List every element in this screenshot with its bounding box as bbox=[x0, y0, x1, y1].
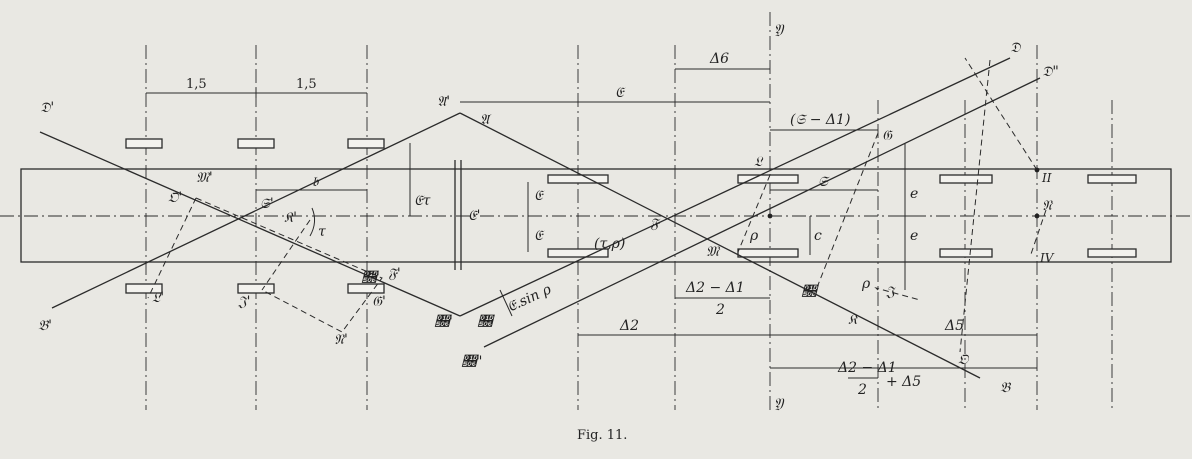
dash-N-IV bbox=[1029, 209, 1047, 258]
point-label-rho-angle: (τ,ρ) bbox=[594, 236, 625, 252]
dim-label-sum-den: 2 bbox=[857, 382, 867, 398]
plate bbox=[939, 174, 993, 184]
dim-label-1-5-a: 1,5 bbox=[186, 77, 207, 92]
dim-label-c: c bbox=[814, 228, 822, 244]
dim-label-e-1: e bbox=[910, 186, 918, 202]
axis-label-y-bottom: 𝔜 bbox=[774, 396, 785, 412]
plate bbox=[1087, 248, 1137, 258]
dim-label-b: 𝔟 bbox=[312, 174, 320, 190]
point-label-H: 𝔋 bbox=[801, 284, 819, 300]
axis-label-y-top: 𝔜 bbox=[774, 22, 785, 38]
dash-G-H bbox=[817, 132, 879, 286]
dim-label-E: 𝔈 bbox=[615, 85, 626, 101]
point-label-D-dprime: 𝔇" bbox=[1042, 64, 1059, 80]
dim-label-e-tau: 𝔈τ bbox=[414, 193, 431, 209]
dim-label-E-upper: 𝔈 bbox=[534, 188, 545, 204]
line-C-D bbox=[459, 57, 1011, 317]
point-label-G-prime: 𝔊' bbox=[372, 294, 386, 310]
dim-label-two: 2 bbox=[715, 302, 725, 318]
plate bbox=[237, 283, 275, 294]
dash-K-J bbox=[261, 219, 311, 291]
point-label-K: 𝔎 bbox=[848, 312, 859, 328]
point-label-IV: IV bbox=[1039, 251, 1055, 265]
dim-label-delta6: Δ6 bbox=[709, 51, 729, 67]
point-label-II: II bbox=[1041, 171, 1052, 185]
figure-caption: Fig. 11. bbox=[577, 428, 627, 443]
point-label-M: 𝔐 bbox=[706, 244, 721, 260]
dim-label-delta5: Δ5 bbox=[944, 318, 964, 334]
plate bbox=[125, 138, 163, 149]
plate bbox=[347, 283, 385, 294]
beam-outline bbox=[20, 168, 1172, 263]
dash-L-M bbox=[737, 174, 771, 253]
plate bbox=[347, 138, 385, 149]
plate bbox=[125, 283, 163, 294]
point-label-K-prime: 𝔎' bbox=[284, 210, 297, 226]
dim-label-sum-num: Δ2 − Δ1 bbox=[837, 360, 897, 376]
dim-label-delta-diff: Δ2 − Δ1 bbox=[685, 280, 745, 296]
point-label-C-prime: 𝔆' bbox=[434, 314, 453, 330]
point-label-L-prime: 𝔏' bbox=[152, 290, 164, 306]
plate bbox=[547, 174, 609, 184]
plate bbox=[237, 138, 275, 149]
point-label-S-prime: 𝔖' bbox=[260, 196, 274, 212]
line-B-prime bbox=[51, 112, 461, 309]
point-label-D: 𝔇 bbox=[1010, 40, 1022, 56]
point-center bbox=[767, 213, 773, 219]
dash-rho bbox=[874, 287, 921, 301]
point-label-N-prime: 𝔑' bbox=[334, 332, 348, 348]
dash-O-L bbox=[147, 197, 197, 299]
plate bbox=[939, 248, 993, 258]
point-label-J: 𝔍 bbox=[885, 284, 896, 300]
point-label-C: 𝔆 bbox=[477, 314, 495, 330]
point-label-M-prime: 𝔐' bbox=[196, 170, 213, 186]
line-C-dprime-D-dprime bbox=[483, 77, 1041, 348]
point-label-O-prime: 𝔒' bbox=[168, 190, 182, 206]
point-label-G: 𝔊 bbox=[882, 128, 894, 144]
point-label-rho: ρ bbox=[749, 228, 759, 244]
dim-label-1-5-b: 1,5 bbox=[296, 77, 317, 92]
dim-label-S: 𝔖 bbox=[818, 174, 830, 190]
dim-label-s-delta1: (𝔖 − Δ1) bbox=[790, 112, 850, 128]
point-label-A: 𝔄 bbox=[480, 112, 492, 128]
point-label-E-prime: 𝔈' bbox=[468, 208, 480, 224]
point-label-D-prime: 𝔇' bbox=[40, 100, 54, 116]
point-label-B-prime: 𝔅' bbox=[38, 318, 52, 334]
point-label-N: 𝔑 bbox=[1042, 198, 1054, 214]
dash-II bbox=[964, 57, 1038, 171]
point-label-F-prime: 𝔉' bbox=[388, 266, 401, 282]
point-label-A-prime: 𝔄' bbox=[437, 94, 450, 110]
dash-D-O bbox=[959, 59, 991, 353]
plate bbox=[737, 248, 799, 258]
tau-arc bbox=[309, 207, 316, 237]
line-A-B bbox=[459, 112, 981, 379]
point-II bbox=[1034, 167, 1040, 173]
dim-label-E-lower: 𝔈 bbox=[534, 228, 545, 244]
point-label-F: 𝔉 bbox=[650, 216, 661, 232]
point-N bbox=[1034, 213, 1040, 219]
point-label-tau: τ bbox=[318, 224, 326, 240]
point-label-C-dprime: 𝔆" bbox=[461, 354, 482, 370]
point-label-O: 𝔒 bbox=[958, 352, 970, 368]
dim-label-delta2: Δ2 bbox=[619, 318, 639, 334]
plate bbox=[1087, 174, 1137, 184]
dash-O-N bbox=[195, 197, 383, 333]
dim-label-e-2: e bbox=[910, 228, 918, 244]
point-label-J-prime: 𝔍' bbox=[237, 294, 250, 310]
dim-line-e-sin-rho bbox=[499, 289, 513, 317]
dim-label-e-sin-rho: 𝔈.sin ρ bbox=[505, 281, 555, 315]
point-label-H-prime: 𝔋' bbox=[361, 270, 380, 286]
point-label-B: 𝔅 bbox=[1000, 380, 1012, 396]
point-label-L: 𝔏 bbox=[754, 154, 764, 170]
dim-label-sum-plus: + Δ5 bbox=[886, 374, 921, 390]
point-label-rho2: ρ bbox=[861, 276, 871, 292]
plate bbox=[547, 248, 609, 258]
line-D-prime bbox=[39, 131, 461, 317]
